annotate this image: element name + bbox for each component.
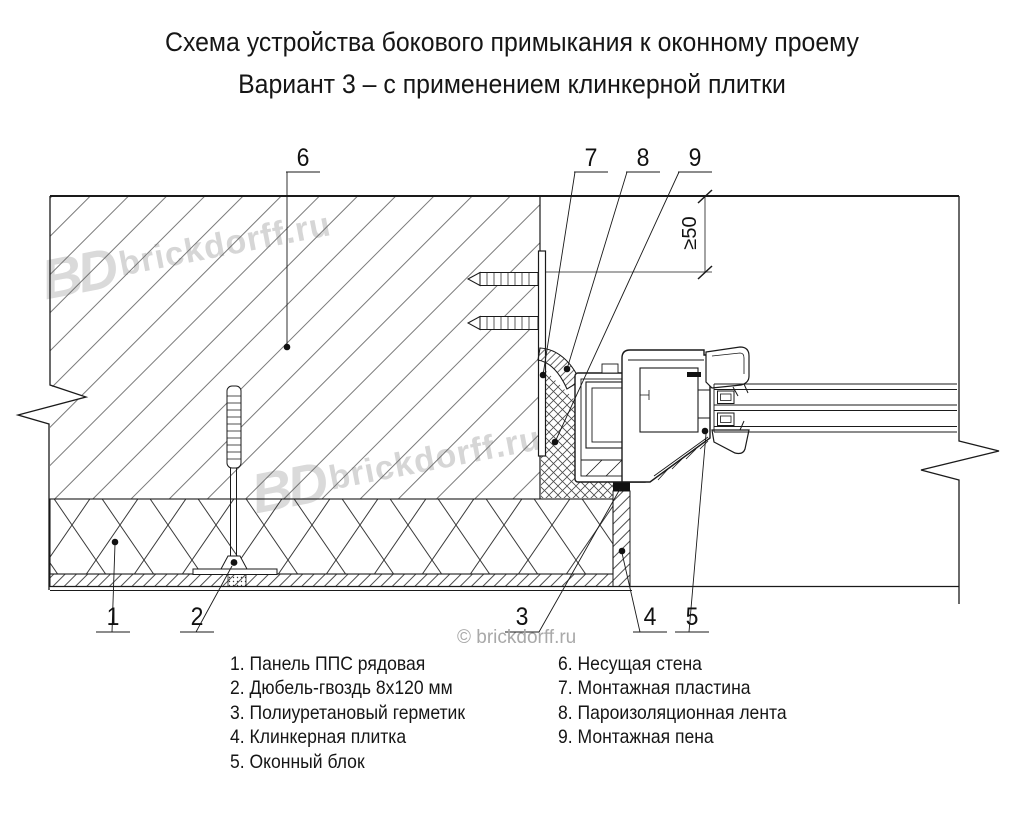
callout-3: 3 bbox=[515, 603, 529, 631]
callout-2: 2 bbox=[190, 603, 204, 631]
legend-item-2: 2. Дюбель-гвоздь 8х120 мм bbox=[230, 677, 453, 700]
drawing-title-line2: Вариант 3 – с применением клинкерной пли… bbox=[238, 69, 786, 99]
callout-6: 6 bbox=[296, 144, 310, 172]
callout-5: 5 bbox=[685, 603, 699, 631]
callout-dots bbox=[111, 343, 709, 555]
callout-9: 9 bbox=[688, 144, 702, 172]
legend-column-2: 6. Несущая стена 7. Монтажная пластина 8… bbox=[558, 652, 812, 750]
legend-item-7: 7. Монтажная пластина bbox=[558, 677, 751, 700]
callout-leaders bbox=[96, 171, 712, 633]
legend-item-3: 3. Полиуретановый герметик bbox=[230, 701, 466, 724]
callout-4: 4 bbox=[643, 603, 657, 631]
sealant bbox=[613, 481, 630, 491]
legend-item-6: 6. Несущая стена bbox=[558, 653, 702, 675]
legend-column-1: 1. Панель ППС рядовая 2. Дюбель-гвоздь 8… bbox=[230, 652, 491, 774]
legend-item-8: 8. Пароизоляционная лента bbox=[558, 701, 787, 724]
insulation-panel bbox=[49, 498, 614, 575]
legend-item-4: 4. Клинкерная плитка bbox=[230, 726, 407, 749]
callout-7: 7 bbox=[584, 144, 598, 172]
callout-1: 1 bbox=[106, 603, 120, 631]
clinker-tile-jamb bbox=[612, 490, 631, 587]
wall-section bbox=[50, 196, 540, 499]
glazing-unit bbox=[713, 383, 957, 433]
clinker-tile-horizontal bbox=[49, 573, 614, 587]
legend-item-9: 9. Монтажная пена bbox=[558, 726, 714, 749]
drawing-title-line1: Схема устройства бокового примыкания к о… bbox=[165, 27, 859, 57]
window-sash-profile bbox=[621, 346, 750, 483]
dowel-nail bbox=[192, 385, 278, 587]
copyright-note: © brickdorff.ru bbox=[457, 627, 577, 648]
callout-8: 8 bbox=[636, 144, 650, 172]
mounting-foam bbox=[541, 366, 613, 498]
legend-item-5: 5. Оконный блок bbox=[230, 750, 365, 773]
break-line-left bbox=[15, 196, 89, 590]
break-line-right bbox=[920, 196, 1000, 604]
legend-item-1: 1. Панель ППС рядовая bbox=[230, 653, 426, 675]
dimension-label: ≥50 bbox=[679, 216, 701, 250]
